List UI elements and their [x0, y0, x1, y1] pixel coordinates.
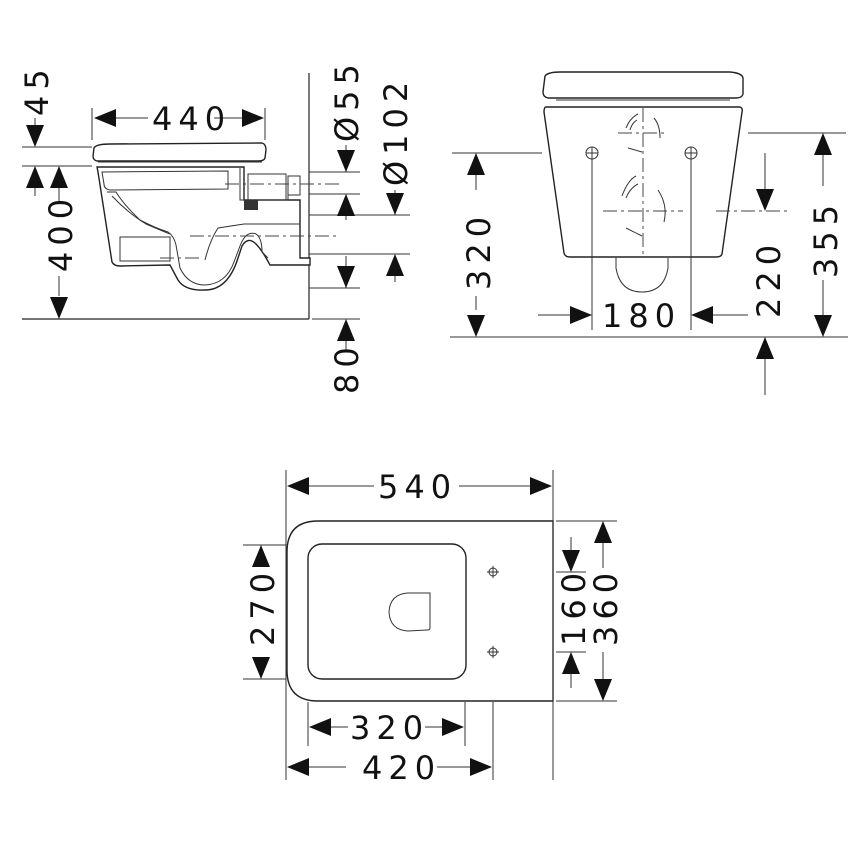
- outlet-hole: [388, 592, 431, 632]
- dim-320-top: 320: [350, 709, 429, 747]
- dim-80: 80: [328, 341, 366, 394]
- dim-160: 160: [555, 567, 593, 646]
- dim-355: 355: [807, 199, 845, 278]
- top-view: 540 270 160 360 320 420: [243, 468, 625, 787]
- dim-220: 220: [750, 239, 788, 318]
- dim-440: 440: [152, 100, 231, 138]
- front-seat: [542, 71, 744, 99]
- dim-180: 180: [602, 297, 681, 335]
- dim-45: 45: [18, 63, 56, 116]
- dim-360: 360: [587, 567, 625, 646]
- dim-320-front: 320: [460, 211, 498, 290]
- side-view: 440 45 400 Ø55 Ø102 80: [18, 58, 415, 394]
- front-bowl: [543, 106, 743, 258]
- front-view: 320 180 220 355: [450, 71, 848, 395]
- dim-d55: Ø55: [328, 58, 366, 142]
- dim-d102: Ø102: [377, 76, 415, 186]
- dim-400: 400: [42, 193, 80, 272]
- seat-lid: [92, 142, 267, 162]
- dim-540: 540: [378, 468, 457, 506]
- fixing-bracket: [244, 200, 258, 210]
- bowl-opening: [307, 543, 467, 680]
- bowl-body: [96, 166, 311, 291]
- dim-420: 420: [362, 749, 441, 787]
- dim-270: 270: [244, 567, 282, 646]
